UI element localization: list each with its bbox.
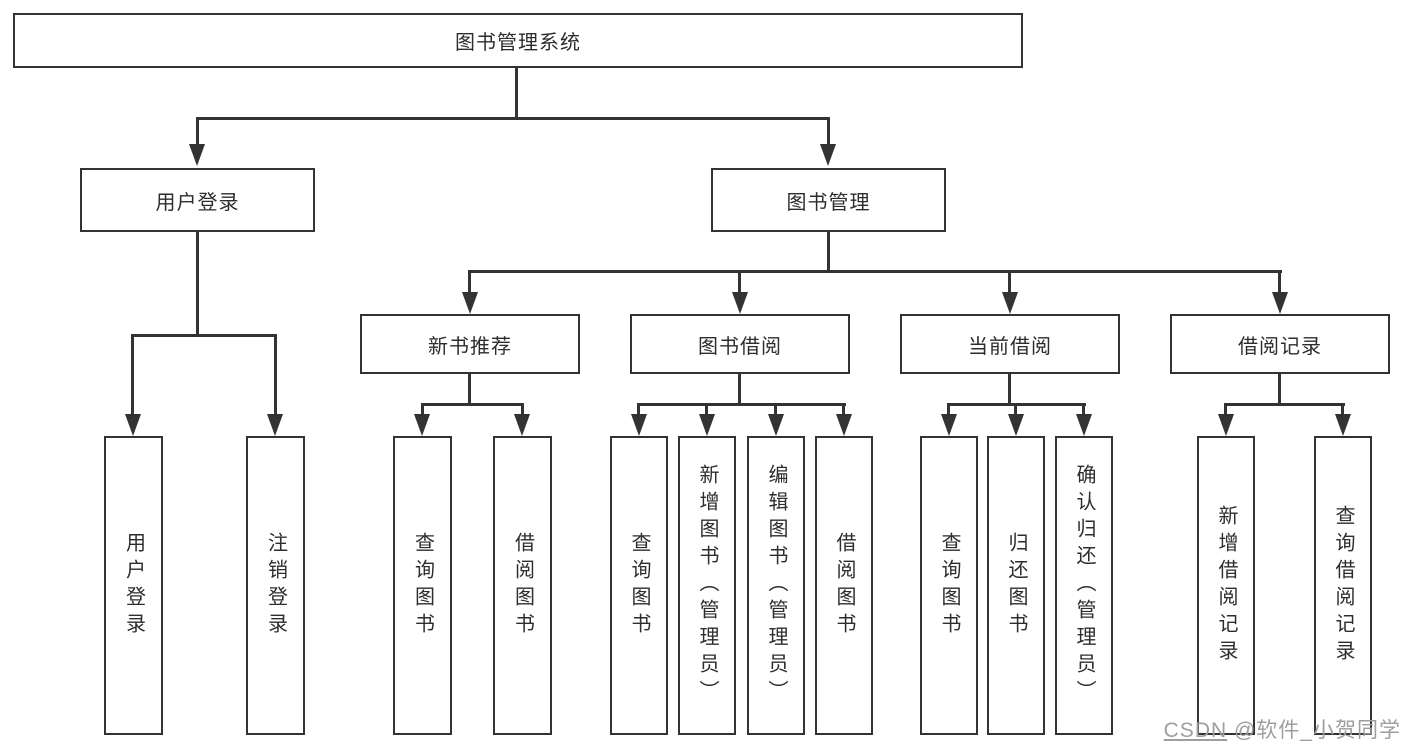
leaf-borrowing-query-books: 查询图书 [610,436,668,735]
arrowhead-down-icon [836,414,852,436]
leaf-borrowing-borrow-book: 借阅图书 [815,436,873,735]
connector-line [131,334,134,414]
connector-line [421,403,424,414]
node-label: 图书借阅 [698,335,782,358]
csdn-watermark-author: @软件_小贺同学 [1227,719,1401,742]
leaf-records-add-borrow-record: 新增借阅记录 [1197,436,1255,735]
connector-line [947,403,950,414]
arrowhead-down-icon [768,414,784,436]
node-label: 借阅记录 [1238,335,1322,358]
arrowhead-down-icon [631,414,647,436]
arrowhead-down-icon [1272,292,1288,314]
arrowhead-down-icon [514,414,530,436]
connector-line [774,403,777,414]
connector-line [1341,403,1344,414]
node-label: 新书推荐 [428,335,512,358]
node-label: 借阅图书 [833,531,855,640]
connector-line [1082,403,1085,414]
leaf-records-query-borrow-record: 查询借阅记录 [1314,436,1372,735]
leaf-current-query-books: 查询图书 [920,436,978,735]
node-borrowing-records: 借阅记录 [1170,314,1390,374]
node-label: 查询借阅记录 [1332,504,1354,667]
node-label: 注销登录 [264,531,287,640]
node-label: 图书管理系统 [455,32,581,54]
node-library-management-system: 图书管理系统 [13,13,1023,68]
csdn-watermark: CSDN @软件_小贺同学 [1164,714,1401,744]
arrowhead-down-icon [1076,414,1092,436]
arrowhead-down-icon [462,292,478,314]
connector-line [738,270,741,292]
node-label: 新增图书（管理员） [696,464,718,707]
connector-line [196,117,830,120]
arrowhead-down-icon [732,292,748,314]
connector-line [1278,270,1281,292]
node-label: 新增借阅记录 [1215,504,1237,667]
connector-line [1224,403,1227,414]
arrowhead-down-icon [125,414,141,436]
node-label: 查询图书 [628,531,650,640]
arrowhead-down-icon [699,414,715,436]
connector-line [515,68,518,117]
arrowhead-down-icon [267,414,283,436]
connector-line [1008,374,1011,403]
leaf-borrowing-add-book-admin: 新增图书（管理员） [678,436,736,735]
connector-line [842,403,845,414]
connector-line [637,403,640,414]
arrowhead-down-icon [941,414,957,436]
node-label: 确认归还（管理员） [1073,464,1095,707]
node-label: 编辑图书（管理员） [765,464,787,707]
node-new-book-recommendation: 新书推荐 [360,314,580,374]
connector-line [131,334,277,337]
leaf-recommend-query-books: 查询图书 [393,436,452,735]
connector-line [468,374,471,403]
arrowhead-down-icon [414,414,430,436]
connector-line [521,403,524,414]
node-label: 用户登录 [122,531,145,640]
connector-line [468,270,471,292]
connector-line [1278,374,1281,403]
connector-line [1014,403,1017,414]
connector-line [827,232,830,270]
node-label: 归还图书 [1005,531,1027,640]
arrowhead-down-icon [1218,414,1234,436]
node-label: 查询图书 [411,531,434,640]
connector-line [827,117,830,146]
connector-line [705,403,708,414]
connector-line [274,334,277,414]
connector-line [196,117,199,146]
node-current-borrowing: 当前借阅 [900,314,1120,374]
connector-line [1224,403,1345,406]
leaf-user-login: 用户登录 [104,436,163,735]
connector-line [468,270,1282,273]
leaf-logout: 注销登录 [246,436,305,735]
node-label: 用户登录 [155,191,240,214]
arrowhead-down-icon [1335,414,1351,436]
leaf-borrowing-edit-book-admin: 编辑图书（管理员） [747,436,805,735]
node-label: 借阅图书 [511,531,534,640]
node-user-login: 用户登录 [80,168,315,232]
arrowhead-down-icon [1002,292,1018,314]
connector-line [738,374,741,403]
node-label: 图书管理 [786,191,871,214]
connector-line [196,232,199,334]
leaf-current-return-book: 归还图书 [987,436,1045,735]
node-label: 当前借阅 [968,335,1052,358]
connector-line [1008,270,1011,292]
leaf-current-confirm-return-admin: 确认归还（管理员） [1055,436,1113,735]
arrowhead-down-icon [189,144,205,166]
node-book-borrowing: 图书借阅 [630,314,850,374]
connector-line [637,403,846,406]
arrowhead-down-icon [1008,414,1024,436]
leaf-recommend-borrow-book: 借阅图书 [493,436,552,735]
arrowhead-down-icon [820,144,836,166]
csdn-watermark-brand: CSDN [1163,719,1228,742]
node-book-management: 图书管理 [711,168,946,232]
node-label: 查询图书 [938,531,960,640]
connector-line [421,403,524,406]
